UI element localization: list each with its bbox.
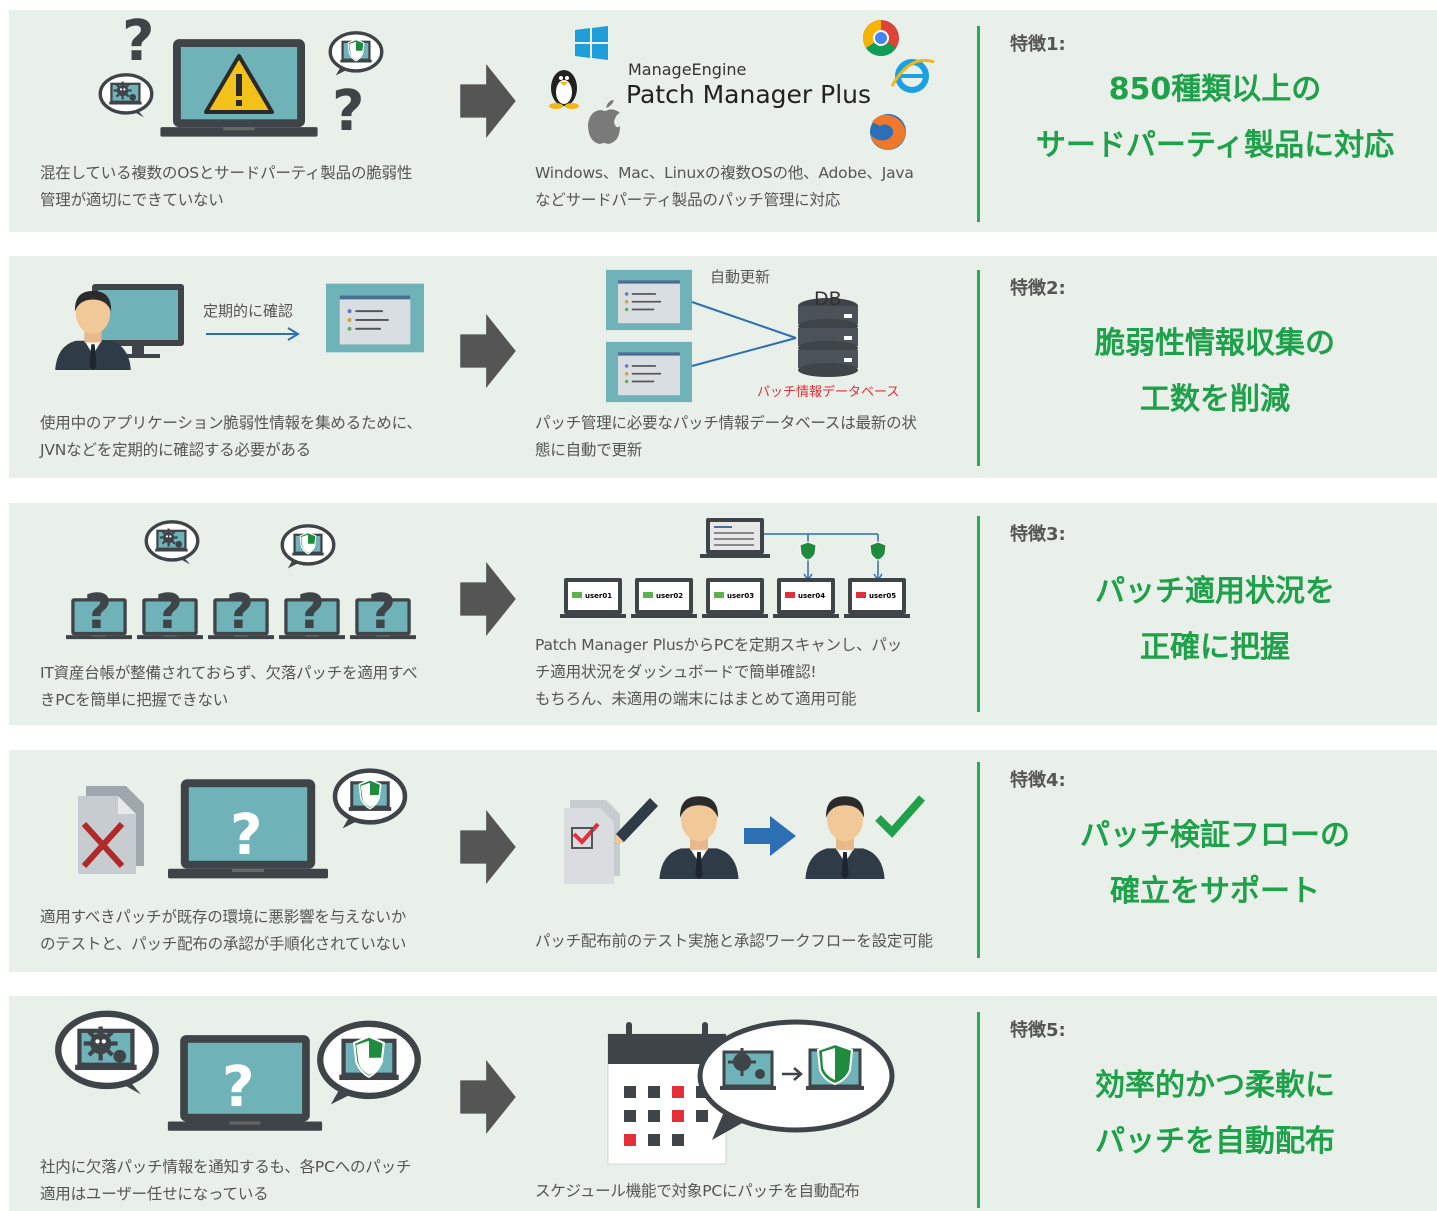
- question-icon: ?: [332, 79, 364, 144]
- question-icon: ?: [155, 584, 183, 640]
- problem-text-5: 社内に欠落パッチ情報を通知するも、各PCへのパッチ適用はユーザー任せになっている: [40, 1158, 412, 1203]
- problem-text-1: 混在している複数のOSとサードパーティ製品の脆弱性管理が適切にできていない: [40, 164, 413, 209]
- feature-title-5: 効率的かつ柔軟にパッチを自動配布: [1095, 1068, 1335, 1159]
- arrow-right-icon: [460, 64, 516, 138]
- database-icon: [798, 298, 858, 377]
- solution-illustration-4: [564, 795, 925, 884]
- divider-1: [977, 26, 980, 222]
- shield-icon: [320, 1024, 418, 1105]
- solution-text-2: パッチ管理に必要なパッチ情報データベースは最新の状態に自動で更新: [535, 414, 917, 459]
- question-icon: ?: [226, 584, 254, 640]
- feature-label-4: 特徴4:: [1010, 770, 1066, 791]
- feature-title-4: パッチ検証フローの確立をサポート: [1080, 818, 1350, 909]
- solution-text-3: Patch Manager PlusからPCを定期スキャンし、パッチ適用状況をダ…: [535, 636, 902, 708]
- feature-label-5: 特徴5:: [1010, 1020, 1066, 1041]
- feature-title-2: 脆弱性情報収集の工数を削減: [1095, 326, 1335, 417]
- solution-illustration-3: user01 user02 user03 user04 user05: [560, 518, 910, 618]
- arrow-right-icon: [460, 314, 516, 388]
- firefox-icon: [870, 114, 906, 150]
- user-pc-label: user01: [585, 592, 612, 600]
- cross-icon: [81, 821, 125, 869]
- user-pc-label: user03: [727, 592, 754, 600]
- user-pc-label: user05: [869, 592, 896, 600]
- problem-illustration-5: ?: [54, 1006, 424, 1131]
- problem-illustration-4: ?: [78, 766, 410, 879]
- problem-text-2: 使用中のアプリケーション脆弱性情報を集めるために、JVNなどを定期的に確認する必…: [40, 414, 422, 459]
- divider-4: [977, 762, 980, 958]
- problem-illustration-3: ? ? ? ? ?: [66, 520, 416, 640]
- arrow-right-icon: [744, 816, 796, 856]
- divider-2: [977, 270, 980, 466]
- person-icon: [659, 796, 739, 879]
- solution-illustration-2: [606, 269, 858, 403]
- shield-icon: [869, 541, 887, 561]
- feature-label-2: 特徴2:: [1010, 278, 1066, 299]
- person-icon: [805, 796, 885, 879]
- arrow-right-icon: [460, 810, 516, 884]
- os-browser-icons: [549, 19, 935, 150]
- apple-icon: [588, 100, 620, 144]
- feature-label-1: 特徴1:: [1010, 34, 1066, 55]
- feature-row-2: [9, 256, 1437, 478]
- windows-icon: [575, 26, 608, 60]
- checkmark-icon: [875, 795, 925, 838]
- shield-icon: [280, 524, 336, 570]
- patch-manager-plus-logo: Patch Manager Plus: [626, 80, 872, 109]
- ie-icon: [890, 59, 935, 93]
- user-pc-label: user04: [798, 592, 825, 600]
- virus-icon: [98, 73, 154, 118]
- arrow-right-icon: [460, 1060, 516, 1134]
- label-db: DB: [814, 288, 842, 310]
- feature-title-1: 850種類以上のサードパーティ製品に対応: [1035, 72, 1395, 163]
- shield-icon: [328, 31, 384, 76]
- chrome-icon: [862, 19, 899, 57]
- manageengine-logo: ManageEngine: [628, 60, 747, 79]
- solution-illustration-5: [607, 1019, 895, 1165]
- shield-icon: [799, 541, 817, 561]
- problem-text-4: 適用すべきパッチが既存の環境に悪影響を与えないかのテストと、パッチ配布の承認が手…: [40, 908, 407, 953]
- feature-label-3: 特徴3:: [1010, 524, 1066, 545]
- question-icon: ?: [230, 803, 262, 868]
- question-icon: ?: [297, 584, 325, 640]
- label-patch-db: パッチ情報データベース: [757, 385, 900, 400]
- question-icon: ?: [84, 584, 112, 640]
- divider-3: [977, 516, 980, 712]
- problem-text-3: IT資産台帳が整備されておらず、欠落パッチを適用すべきPCを簡単に把握できない: [40, 664, 418, 709]
- shield-icon: [335, 771, 405, 829]
- divider-5: [977, 1012, 980, 1208]
- arrow-right-icon: [460, 562, 516, 636]
- linux-icon: [549, 70, 579, 109]
- virus-icon: [58, 1014, 156, 1095]
- question-icon: ?: [122, 16, 154, 74]
- label-auto-update: 自動更新: [710, 268, 771, 286]
- question-icon: ?: [222, 1055, 254, 1120]
- solution-text-5: スケジュール機能で対象PCにパッチを自動配布: [535, 1182, 860, 1200]
- virus-icon: [144, 520, 200, 566]
- user-pc-label: user02: [656, 592, 683, 600]
- question-icon: ?: [368, 584, 396, 640]
- feature-title-3: パッチ適用状況を正確に把握: [1095, 574, 1335, 665]
- problem-illustration-1: ? ?: [98, 16, 384, 144]
- problem-illustration-2: [55, 283, 424, 370]
- solution-text-4: パッチ配布前のテスト実施と承認ワークフローを設定可能: [535, 932, 933, 950]
- label-periodic-check: 定期的に確認: [203, 302, 294, 320]
